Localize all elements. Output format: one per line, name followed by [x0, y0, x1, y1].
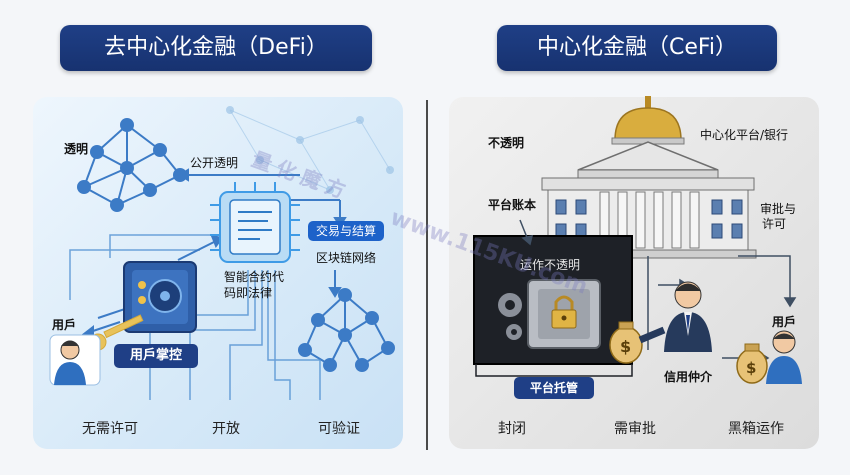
cefi-user-label: 用戶	[772, 315, 797, 329]
transparent-label: 透明	[64, 142, 89, 156]
cefi-bottom-2: 需审批	[614, 421, 656, 437]
defi-bottom-1: 无需许可	[82, 421, 138, 437]
network-node	[381, 341, 395, 355]
network-node	[365, 311, 379, 325]
trade-settle-badge: 交易与结算	[308, 221, 384, 241]
svg-text:$: $	[746, 359, 756, 377]
intermediary-label: 信用仲介	[664, 370, 713, 384]
locked-safe-icon	[527, 279, 601, 349]
user-avatar-icon	[49, 334, 101, 386]
businessman-icon	[638, 281, 712, 352]
network-node	[110, 198, 124, 212]
custody-badge: 平台托管	[514, 377, 594, 399]
user-control-badge: 用戶掌控	[114, 344, 198, 368]
gear-icon	[498, 293, 522, 340]
defi-title: 去中心化金融（DeFi）	[60, 25, 372, 71]
defi-bottom-3: 可验证	[318, 421, 360, 437]
cefi-user-icon	[766, 330, 802, 384]
network-node	[338, 288, 352, 302]
svg-text:$: $	[620, 337, 631, 356]
network-node	[143, 183, 157, 197]
network-node	[338, 328, 352, 342]
network-node	[311, 313, 325, 327]
public-transparent-label: 公开透明	[190, 156, 239, 170]
divider	[426, 100, 428, 450]
network-node	[77, 180, 91, 194]
network-node	[120, 118, 134, 132]
defi-bottom-2: 开放	[212, 421, 240, 437]
network-node	[355, 358, 369, 372]
cefi-bottom-3: 黑箱运作	[728, 421, 784, 437]
smart-contract-icon	[210, 182, 300, 263]
cefi-bottom-1: 封闭	[498, 421, 526, 437]
blockchain-label: 区块链网络	[316, 251, 377, 265]
network-node	[298, 343, 312, 357]
money-bag-icon: $	[609, 321, 643, 364]
money-bag-icon: $	[736, 343, 768, 384]
defi-user-label: 用戶	[52, 318, 77, 332]
approve-label-1: 审批与	[760, 202, 797, 216]
smart-contract-label-2: 码即法律	[224, 286, 273, 300]
platform-bank-label: 中心化平台/银行	[700, 128, 789, 142]
network-node	[90, 145, 104, 159]
network-node	[323, 358, 337, 372]
network-node	[153, 143, 167, 157]
opaque-label: 不透明	[488, 136, 525, 150]
safe-icon	[123, 261, 197, 333]
cefi-title: 中心化金融（CeFi）	[497, 25, 777, 71]
bank-building-icon	[539, 96, 757, 259]
network-node	[120, 161, 134, 175]
smart-contract-label-1: 智能合约代	[224, 270, 285, 284]
ledger-label: 平台账本	[488, 198, 537, 212]
op-opaque-label: 运作不透明	[520, 258, 581, 272]
approve-label-2: 许可	[762, 217, 787, 231]
